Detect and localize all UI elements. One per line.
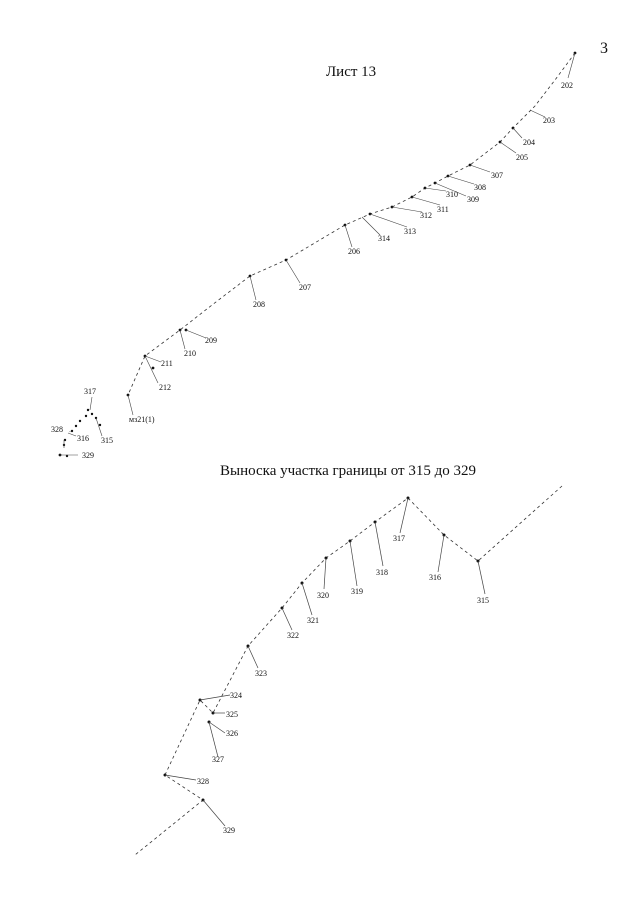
callout-label-318: 318 xyxy=(376,568,388,577)
label-203: 203 xyxy=(543,116,555,125)
label-210: 210 xyxy=(184,349,196,358)
page-number: 3 xyxy=(600,40,608,57)
label-308: 308 xyxy=(474,183,486,192)
label-329-small: 329 xyxy=(82,451,94,460)
callout-label-315: 315 xyxy=(477,596,489,605)
label-307: 307 xyxy=(491,171,503,180)
callout-label-317: 317 xyxy=(393,534,405,543)
callout-label-324: 324 xyxy=(230,691,242,700)
label-208: 208 xyxy=(253,300,265,309)
callout-label-316: 316 xyxy=(429,573,441,582)
callout-label-327: 327 xyxy=(212,755,224,764)
label-312: 312 xyxy=(420,211,432,220)
callout-boundary-line xyxy=(134,485,563,856)
callout-label-320: 320 xyxy=(317,591,329,600)
label-206: 206 xyxy=(348,247,360,256)
callout-leader-lines xyxy=(164,497,486,827)
label-315-small: 315 xyxy=(101,436,113,445)
label-202: 202 xyxy=(561,81,573,90)
sheet-title: Лист 13 xyxy=(326,64,377,80)
label-209: 209 xyxy=(205,336,217,345)
label-205: 205 xyxy=(516,153,528,162)
label-317-small: 317 xyxy=(84,387,96,396)
callout-label-319: 319 xyxy=(351,587,363,596)
label-mz21: мз21(1) xyxy=(129,415,155,424)
label-314: 314 xyxy=(378,234,390,243)
label-328-small: 328 xyxy=(51,425,63,434)
callout-labels: 317 318 319 316 315 320 321 322 323 324 … xyxy=(197,534,489,835)
label-310: 310 xyxy=(446,190,458,199)
callout-label-328: 328 xyxy=(197,777,209,786)
label-211: 211 xyxy=(161,359,173,368)
callout-label-326: 326 xyxy=(226,729,238,738)
mini-loop-lines xyxy=(60,396,103,456)
label-313: 313 xyxy=(404,227,416,236)
top-labels: 202 203 204 205 307 308 309 310 311 312 … xyxy=(51,81,573,460)
callout-title: Выноска участка границы от 315 до 329 xyxy=(220,463,476,479)
callout-label-322: 322 xyxy=(287,631,299,640)
label-316-small: 316 xyxy=(77,434,89,443)
leader-lines xyxy=(127,52,576,416)
label-212: 212 xyxy=(159,383,171,392)
label-204: 204 xyxy=(523,138,535,147)
callout-label-323: 323 xyxy=(255,669,267,678)
label-309: 309 xyxy=(467,195,479,204)
label-311: 311 xyxy=(437,205,449,214)
callout-label-321: 321 xyxy=(307,616,319,625)
callout-label-329: 329 xyxy=(223,826,235,835)
label-207: 207 xyxy=(299,283,311,292)
callout-vertices xyxy=(163,496,480,802)
callout-label-325: 325 xyxy=(226,710,238,719)
